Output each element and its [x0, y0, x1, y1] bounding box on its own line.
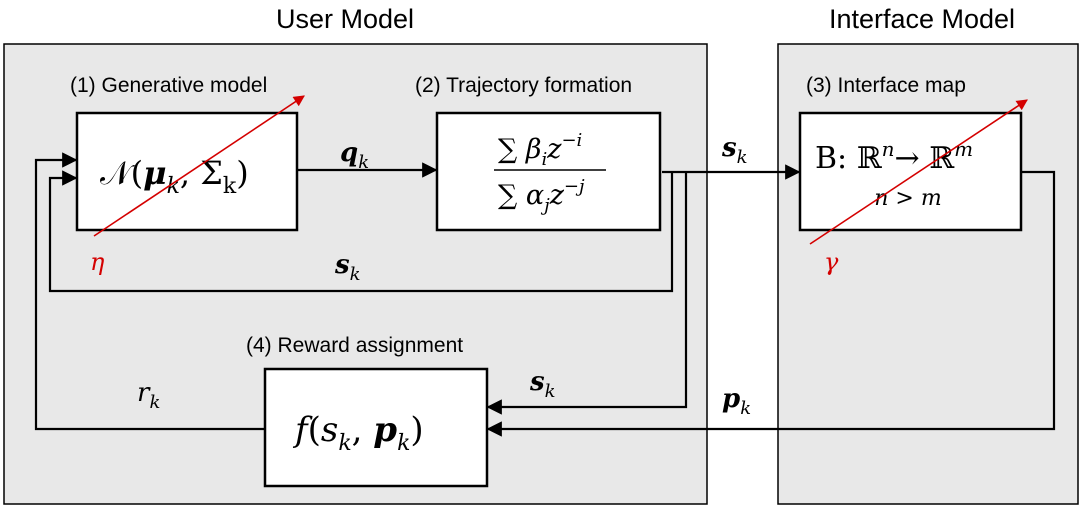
interface-formula: B: ℝn→ ℝm [815, 137, 973, 176]
eta-parameter-line [93, 95, 305, 237]
interface-condition: n > m [874, 186, 941, 211]
s-output-label: sk [721, 133, 748, 168]
generative-model-caption: (1) Generative model [70, 74, 267, 97]
s-feedback-wire [48, 170, 674, 293]
generative-formula: 𝒩(μk, Σk) [100, 154, 249, 199]
eta-label: η [90, 248, 105, 276]
gamma-label: γ [824, 248, 839, 276]
trajectory-denominator: ∑ αjz−j [498, 176, 585, 216]
trajectory-numerator: ∑ βiz−i [498, 130, 582, 170]
p-label: pk [722, 384, 751, 419]
generative-model-block [75, 111, 299, 232]
trajectory-formation-block [435, 111, 662, 232]
s-to-reward-wire [486, 172, 688, 415]
interface-map-caption: (3) Interface map [806, 74, 966, 97]
trajectory-formation-caption: (2) Trajectory formation [415, 74, 632, 97]
reward-assignment-block [263, 367, 489, 488]
r-wire [34, 152, 265, 431]
interface-model-title: Interface Model [829, 4, 1015, 34]
s-feedback-label: sk [334, 250, 361, 285]
interface-map-block [798, 111, 1023, 232]
p-wire [486, 170, 1056, 437]
s-reward-label: sk [529, 367, 556, 402]
r-label: rk [137, 378, 160, 413]
reward-formula: f(sk, pk) [292, 410, 424, 456]
reward-assignment-caption: (4) Reward assignment [246, 334, 463, 357]
gamma-parameter-line [809, 99, 1028, 245]
user-model-title: User Model [276, 4, 414, 34]
q-label: qk [340, 138, 369, 173]
